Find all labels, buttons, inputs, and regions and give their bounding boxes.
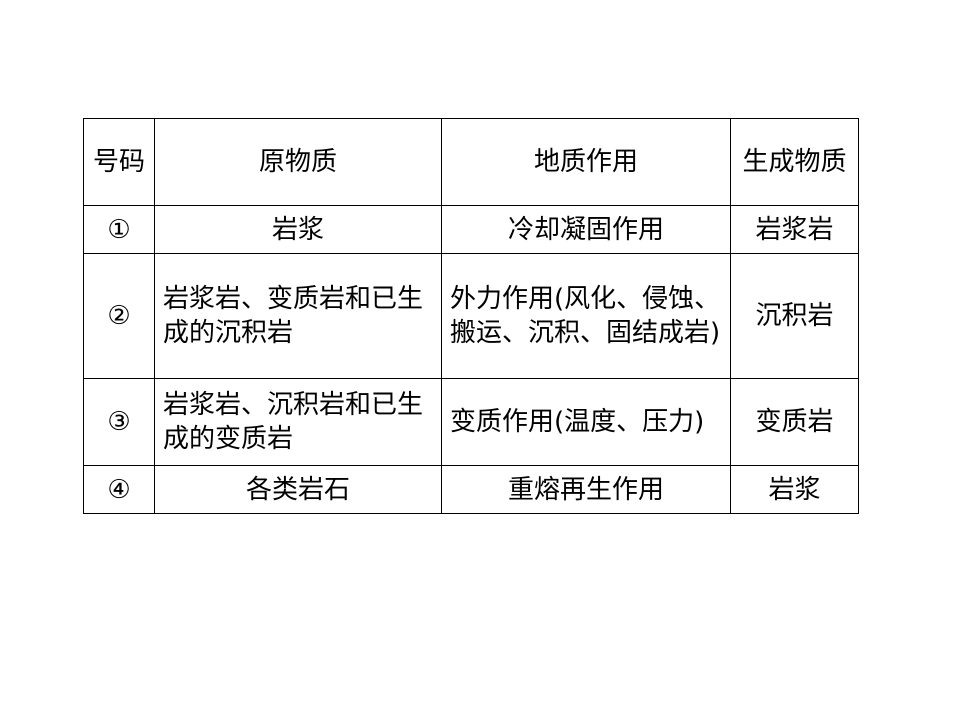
row-number: ②: [83, 253, 155, 379]
row-product: 沉积岩: [730, 253, 859, 379]
row-number: ③: [83, 378, 155, 466]
header-geological-process: 地质作用: [441, 118, 731, 206]
row-process: 外力作用(风化、侵蚀、搬运、沉积、固结成岩): [441, 253, 731, 379]
row-source: 岩浆岩、变质岩和已生成的沉积岩: [154, 253, 442, 379]
table-row: ③ 岩浆岩、沉积岩和已生成的变质岩 变质作用(温度、压力) 变质岩: [83, 378, 859, 466]
table-row: ① 岩浆 冷却凝固作用 岩浆岩: [83, 205, 859, 254]
header-source-material: 原物质: [154, 118, 442, 206]
row-source: 各类岩石: [154, 465, 442, 514]
rock-cycle-table: 号码 原物质 地质作用 生成物质 ① 岩浆 冷却凝固作用 岩浆岩 ② 岩浆岩、变…: [83, 118, 859, 514]
row-process: 变质作用(温度、压力): [441, 378, 731, 466]
row-number: ①: [83, 205, 155, 254]
row-process: 冷却凝固作用: [441, 205, 731, 254]
row-product: 岩浆: [730, 465, 859, 514]
table-row: ④ 各类岩石 重熔再生作用 岩浆: [83, 465, 859, 514]
table-row: ② 岩浆岩、变质岩和已生成的沉积岩 外力作用(风化、侵蚀、搬运、沉积、固结成岩)…: [83, 253, 859, 379]
row-process: 重熔再生作用: [441, 465, 731, 514]
table-header-row: 号码 原物质 地质作用 生成物质: [83, 118, 859, 206]
header-product: 生成物质: [730, 118, 859, 206]
row-product: 岩浆岩: [730, 205, 859, 254]
row-number: ④: [83, 465, 155, 514]
row-source: 岩浆岩、沉积岩和已生成的变质岩: [154, 378, 442, 466]
header-number: 号码: [83, 118, 155, 206]
row-source: 岩浆: [154, 205, 442, 254]
row-product: 变质岩: [730, 378, 859, 466]
